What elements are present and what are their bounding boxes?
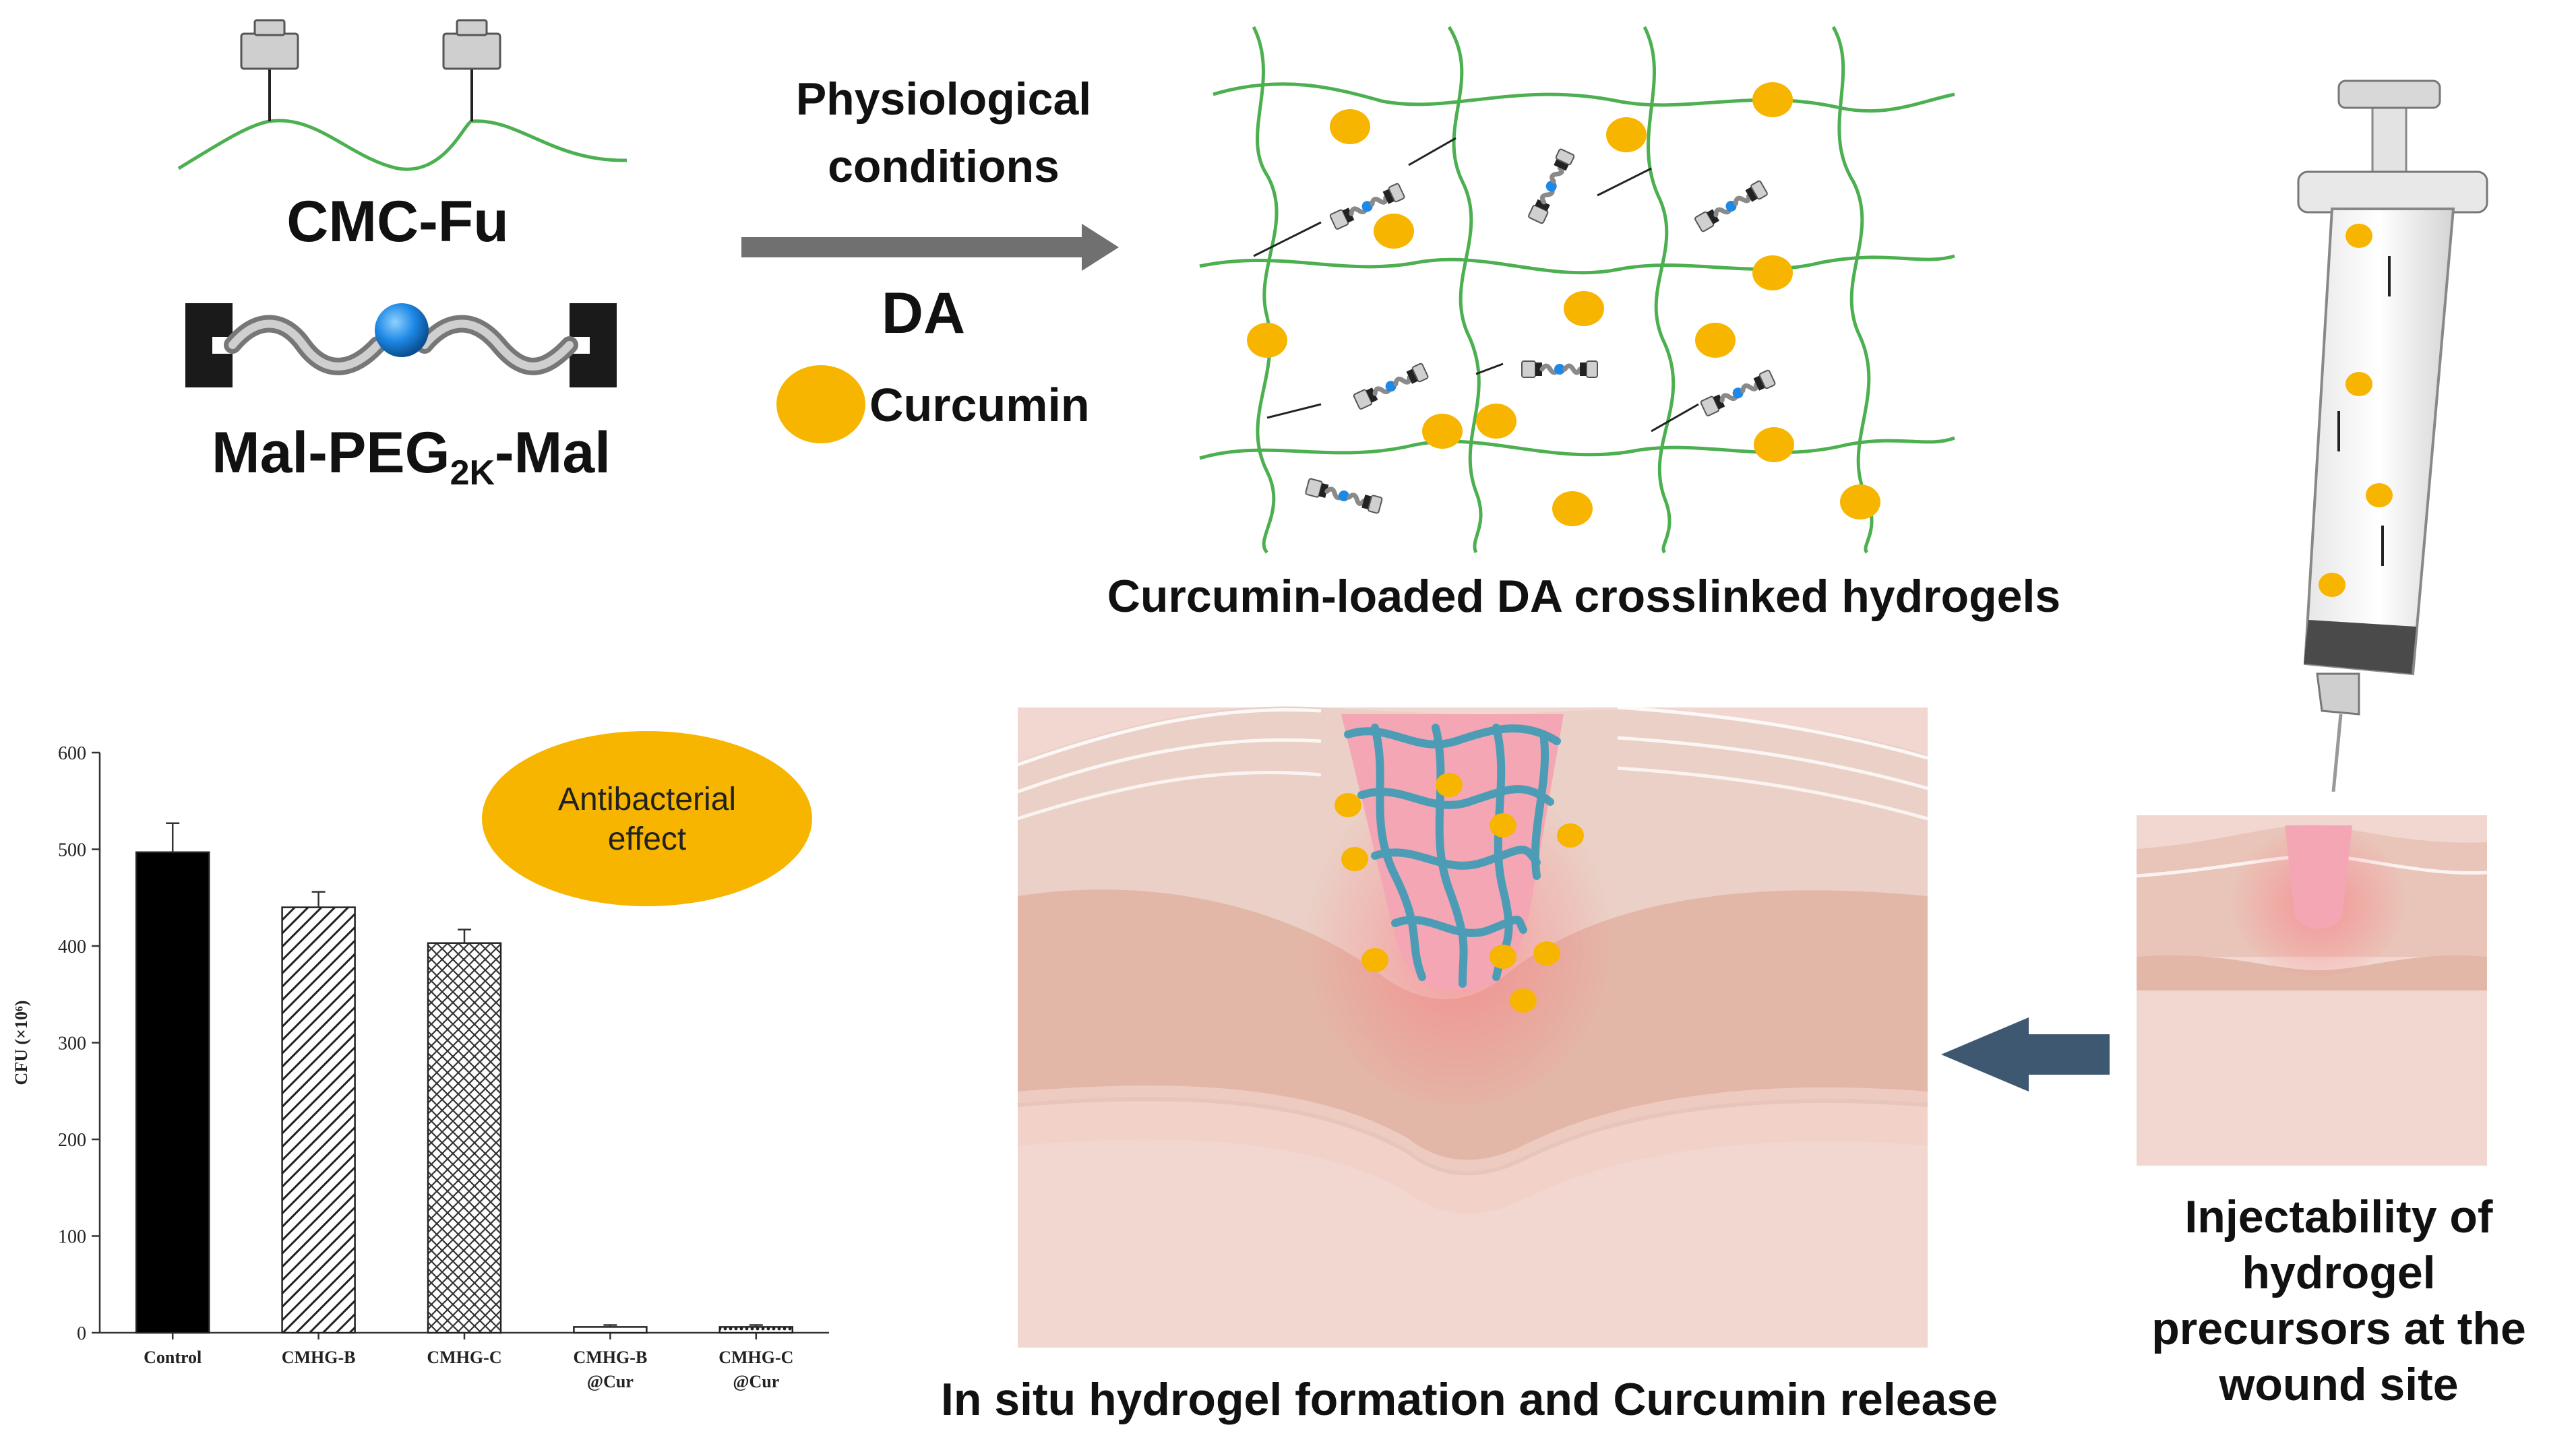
injection-caption-line1: Injectability of xyxy=(2184,1191,2493,1242)
injection-caption-line2: hydrogel xyxy=(2242,1246,2436,1298)
wound-injection-panel xyxy=(2136,815,2488,1166)
injection-caption: Injectability of hydrogel precursors at … xyxy=(2110,1189,2568,1413)
badge-line2: effect xyxy=(607,821,687,857)
injection-caption-line3: precursors at the xyxy=(2151,1302,2526,1354)
bar xyxy=(718,1326,794,1334)
bar xyxy=(281,906,356,1334)
y-tick-label: 200 xyxy=(58,1130,86,1151)
x-tick-label: @Cur xyxy=(587,1372,634,1391)
cmc-fu-label: CMC-Fu xyxy=(286,189,509,254)
x-tick-label: CMHG-B xyxy=(282,1348,356,1367)
y-tick-label: 300 xyxy=(58,1034,86,1054)
transition-arrow xyxy=(1941,1017,2110,1092)
insitu-caption: In situ hydrogel formation and Curcumin … xyxy=(940,1374,1998,1425)
curcumin-legend-label: Curcumin xyxy=(869,379,1090,431)
mal-peg-subscript: 2K xyxy=(450,453,495,493)
chart-y-label: CFU (×10⁶) xyxy=(11,1001,31,1085)
hydrogel-network xyxy=(1199,26,1955,554)
y-tick-label: 600 xyxy=(58,743,86,764)
x-tick-label: CMHG-C xyxy=(427,1348,501,1367)
curcumin-legend-dot xyxy=(776,365,865,443)
mal-peg-mal-label: Mal-PEG2K-Mal xyxy=(162,421,661,493)
mal-peg-suffix: -Mal xyxy=(495,420,611,485)
badge-line1: Antibacterial xyxy=(557,782,737,817)
x-tick-label: CMHG-C xyxy=(718,1348,793,1367)
x-tick-label: @Cur xyxy=(733,1372,779,1391)
network-curcumin-dots xyxy=(1247,82,1880,526)
antibacterial-badge xyxy=(482,731,812,906)
x-tick-label: Control xyxy=(144,1348,202,1367)
mal-peg-mal-molecule xyxy=(185,303,617,387)
syringe xyxy=(2297,80,2488,792)
bar xyxy=(427,942,502,1334)
y-tick-label: 100 xyxy=(58,1227,86,1248)
reaction-type-label: DA xyxy=(881,281,966,346)
reaction-arrow xyxy=(741,224,1119,271)
y-tick-label: 400 xyxy=(58,937,86,957)
bar xyxy=(573,1326,648,1334)
reaction-condition-line2: conditions xyxy=(828,141,1060,192)
wound-insitu-panel xyxy=(1017,705,1928,1348)
y-tick-label: 500 xyxy=(58,840,86,861)
reaction-condition-line1: Physiological xyxy=(795,73,1092,125)
bar xyxy=(135,851,210,1334)
network-caption: Curcumin-loaded DA crosslinked hydrogels xyxy=(1107,571,2061,622)
injection-caption-line4: wound site xyxy=(2219,1358,2459,1410)
x-tick-label: CMHG-B xyxy=(574,1348,648,1367)
cmc-fu-molecule xyxy=(177,19,627,171)
mal-peg-prefix: Mal-PEG xyxy=(211,420,450,485)
y-tick-label: 0 xyxy=(77,1323,86,1344)
antibacterial-badge-text: Antibacterial effect xyxy=(512,780,782,859)
